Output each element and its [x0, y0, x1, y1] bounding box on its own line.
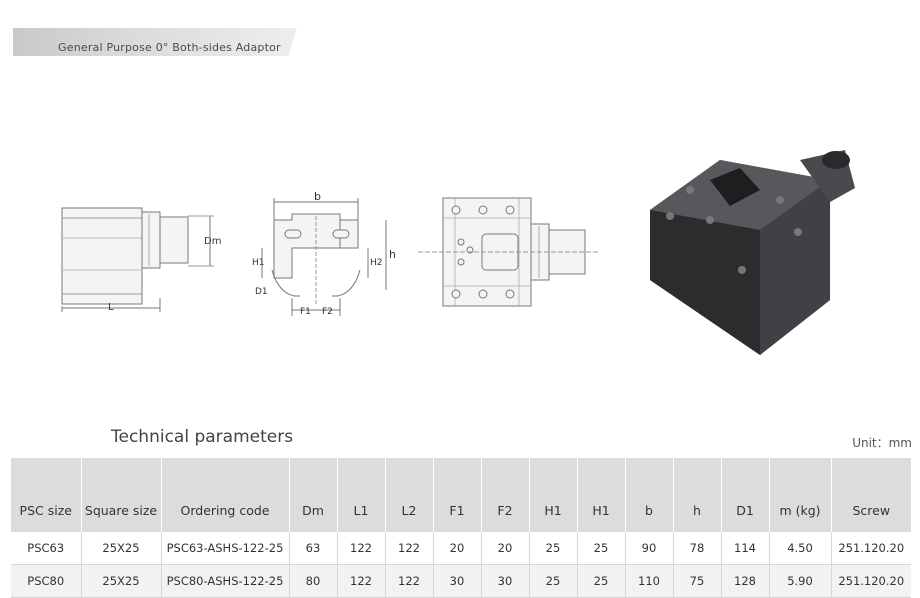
- label-d1: D1: [255, 287, 268, 297]
- header-cell: L1: [337, 458, 386, 532]
- header-cell: PSC size: [11, 458, 82, 532]
- page-title: General Purpose 0° Both-sides Adaptor: [58, 41, 281, 54]
- header-cell: Square size: [81, 458, 162, 532]
- table-cell: 25: [529, 532, 578, 565]
- label-dm: Dm: [204, 236, 221, 247]
- top-view-drawing: [418, 197, 600, 307]
- header-cell: Ordering code: [161, 458, 290, 532]
- table-cell: 122: [385, 532, 434, 565]
- table-cell: 122: [337, 564, 386, 598]
- header-cell: h: [673, 458, 722, 532]
- header-cell: F1: [433, 458, 482, 532]
- adaptor-3d-render: [650, 150, 855, 355]
- table-cell: 122: [385, 564, 434, 598]
- label-f2: F2: [322, 307, 333, 317]
- table-cell: 25: [577, 532, 626, 565]
- table-cell: 110: [625, 564, 674, 598]
- table-cell: 20: [433, 532, 482, 565]
- label-h2: H2: [370, 258, 383, 268]
- label-l: L: [108, 302, 114, 313]
- table-row: PSC63 25X25 PSC63-ASHS-122-25 63 122 122…: [11, 532, 911, 565]
- section-title: Technical parameters: [111, 427, 294, 447]
- label-f1: F1: [300, 307, 311, 317]
- table-cell: 90: [625, 532, 674, 565]
- table-cell: 78: [673, 532, 722, 565]
- header-cell: Screw: [831, 458, 911, 532]
- table-cell: 251.120.20: [831, 564, 911, 598]
- label-h1: H1: [252, 258, 265, 268]
- table-cell: PSC63-ASHS-122-25: [161, 532, 290, 565]
- table-cell: 80: [289, 564, 338, 598]
- header-cell: H1: [529, 458, 578, 532]
- table-cell: 63: [289, 532, 338, 565]
- table-cell: 251.120.20: [831, 532, 911, 565]
- unit-label: Unit：mm: [852, 436, 912, 450]
- table-cell: 75: [673, 564, 722, 598]
- table-cell: 30: [481, 564, 530, 598]
- table-cell: 30: [433, 564, 482, 598]
- table-cell: 25: [529, 564, 578, 598]
- table-row: PSC80 25X25 PSC80-ASHS-122-25 80 122 122…: [11, 564, 911, 598]
- header-cell: F2: [481, 458, 530, 532]
- parameters-table: PSC size Square size Ordering code Dm L1…: [11, 458, 911, 598]
- table-header-row: PSC size Square size Ordering code Dm L1…: [11, 458, 911, 532]
- table-cell: 20: [481, 532, 530, 565]
- table-cell: PSC80: [11, 564, 82, 598]
- label-b: b: [314, 190, 321, 203]
- label-h: h: [389, 248, 396, 261]
- side-view-drawing: [61, 207, 214, 312]
- technical-drawings: Dm L b h H1 H2 D1 F1 F2: [61, 150, 855, 355]
- table-cell: 25X25: [81, 532, 162, 565]
- header-cell: D1: [721, 458, 770, 532]
- table-cell: 128: [721, 564, 770, 598]
- table-cell: 122: [337, 532, 386, 565]
- header-cell: Dm: [289, 458, 338, 532]
- header-cell: H1: [577, 458, 626, 532]
- header-cell: m (kg): [769, 458, 832, 532]
- table-cell: 4.50: [769, 532, 832, 565]
- title-banner: [13, 28, 297, 56]
- header-cell: b: [625, 458, 674, 532]
- table-cell: 5.90: [769, 564, 832, 598]
- table-cell: 114: [721, 532, 770, 565]
- table-cell: PSC80-ASHS-122-25: [161, 564, 290, 598]
- front-view-drawing: [261, 198, 387, 316]
- table-cell: 25: [577, 564, 626, 598]
- table-cell: PSC63: [11, 532, 82, 565]
- table-cell: 25X25: [81, 564, 162, 598]
- header-cell: L2: [385, 458, 434, 532]
